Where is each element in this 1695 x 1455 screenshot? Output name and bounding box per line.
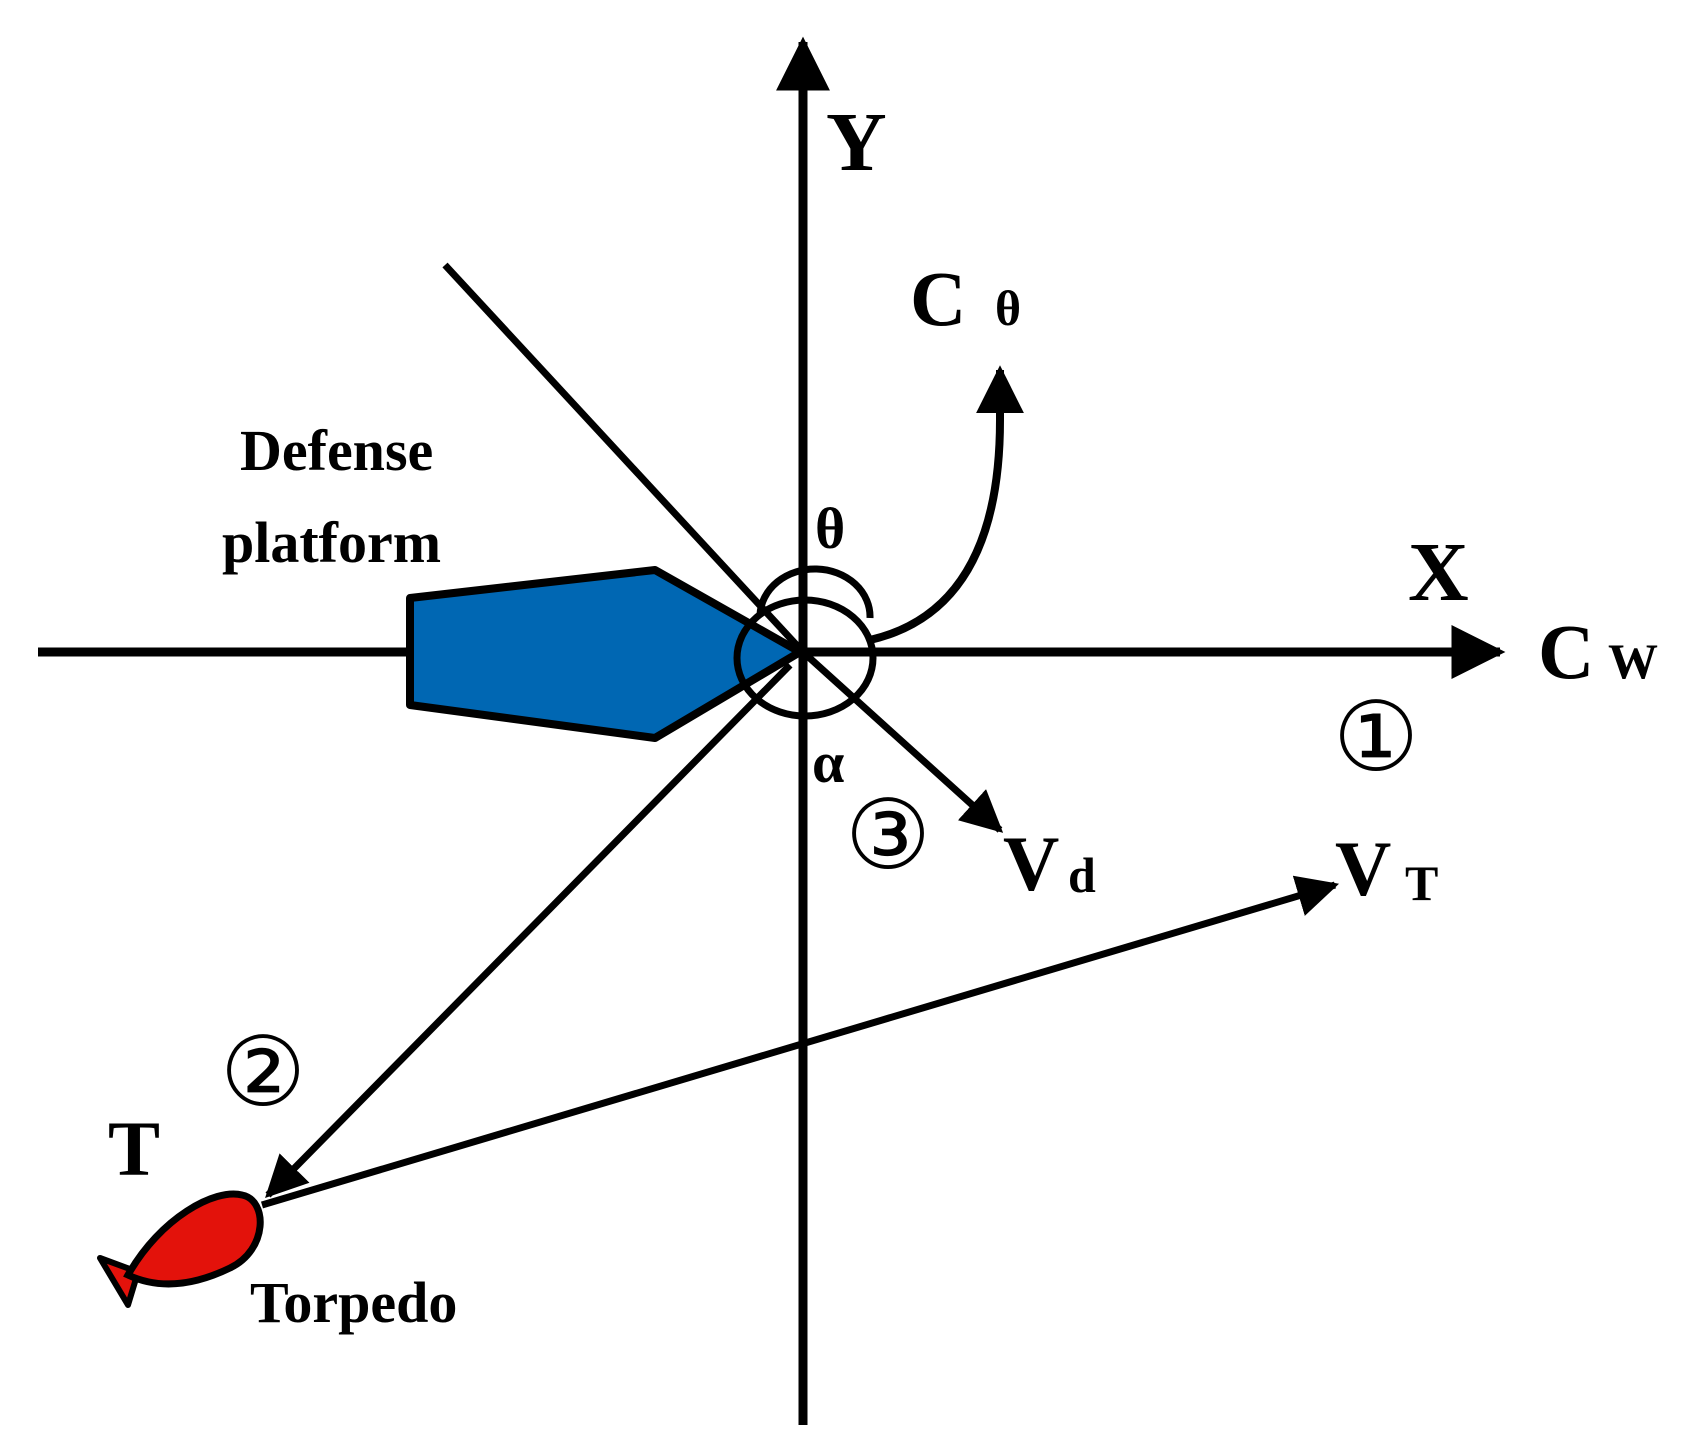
c-theta-subscript: θ (995, 280, 1021, 336)
theta-arc (756, 565, 874, 619)
defense-platform-label-line2: platform (222, 510, 441, 575)
torpedo-icon (97, 1190, 264, 1308)
ship-hull-icon (406, 566, 804, 742)
marker-1: ① (1333, 684, 1419, 791)
c-theta-label: C (910, 255, 966, 342)
vd-subscript: d (1068, 847, 1096, 903)
y-axis-label: Y (826, 96, 887, 189)
defense-platform-label-line1: Defense (240, 418, 433, 483)
torpedo-label: Torpedo (250, 1270, 457, 1335)
vd-vector (800, 649, 1004, 833)
marker-2: ② (220, 1019, 306, 1126)
x-axis-label: X (1408, 526, 1469, 619)
vt-label: V (1335, 825, 1391, 912)
cw-subscript: W (1608, 633, 1658, 689)
line-to-torpedo (265, 662, 793, 1198)
cw-label: C (1538, 608, 1594, 695)
alpha-label: α (812, 730, 844, 795)
theta-label: θ (815, 496, 845, 561)
vd-label: V (1003, 820, 1059, 907)
alpha-arc (733, 596, 877, 720)
marker-3: ③ (845, 782, 931, 889)
c-theta-arc (869, 365, 1024, 644)
vt-subscript: T (1405, 855, 1438, 911)
diagonal-line-upper (442, 262, 806, 655)
t-label: T (108, 1105, 160, 1192)
vt-vector (260, 875, 1340, 1209)
